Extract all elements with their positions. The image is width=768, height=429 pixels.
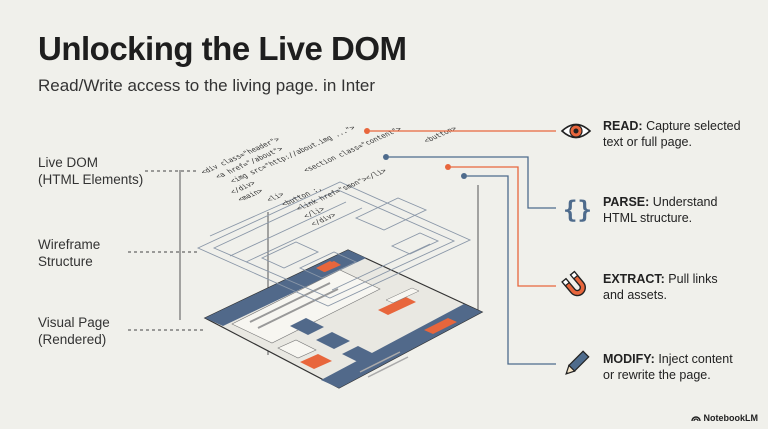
connector-dot-read <box>364 128 370 134</box>
connector-dot-parse <box>383 154 389 160</box>
connectors <box>364 128 556 365</box>
brand-badge: NotebookLM <box>690 413 759 423</box>
curly-braces-icon: {} <box>563 196 590 224</box>
page-title: Unlocking the Live DOM <box>38 30 407 67</box>
label-wireframe-line1: Wireframe <box>38 237 101 252</box>
feature-read-desc1: Capture selected <box>646 119 741 133</box>
feature-extract: EXTRACT: Pull links and assets. <box>603 271 763 303</box>
code-line: <button> <box>422 124 460 145</box>
label-live-dom-line1: Live DOM <box>38 155 99 170</box>
feature-parse: PARSE: Understand HTML structure. <box>603 194 763 226</box>
label-live-dom: Live DOM (HTML Elements) <box>38 154 143 188</box>
feature-read-desc2: text or full page. <box>603 135 692 149</box>
pencil-icon <box>565 350 590 375</box>
feature-modify-desc1: Inject content <box>658 352 733 366</box>
feature-modify-name: MODIFY: <box>603 352 655 366</box>
feature-parse-name: PARSE: <box>603 195 650 209</box>
visual-page-layer <box>203 249 484 389</box>
connector-modify <box>467 175 556 365</box>
feature-parse-desc1: Understand <box>652 195 718 209</box>
feature-extract-desc2: and assets. <box>603 288 667 302</box>
feature-parse-desc2: HTML structure. <box>603 211 693 225</box>
page-subtitle: Read/Write access to the living page. in… <box>38 76 376 95</box>
svg-text:{}: {} <box>563 196 590 224</box>
feature-modify-desc2: or rewrite the page. <box>603 368 711 382</box>
feature-modify: MODIFY: Inject content or rewrite the pa… <box>603 351 763 383</box>
wireframe-layer <box>196 181 472 307</box>
label-wireframe-line2: Structure <box>38 254 93 269</box>
connector-dot-extract <box>445 164 451 170</box>
label-live-dom-line2: (HTML Elements) <box>38 172 144 187</box>
label-visual-page: Visual Page (Rendered) <box>38 314 110 348</box>
label-visual-page-line2: (Rendered) <box>38 332 107 347</box>
live-dom-code-layer: <div class="header"> <a href="/about"> <… <box>198 123 460 228</box>
eye-icon <box>560 123 592 139</box>
connector-dot-modify <box>461 173 467 179</box>
feature-extract-name: EXTRACT: <box>603 272 665 286</box>
feature-extract-desc1: Pull links <box>668 272 718 286</box>
notebooklm-logo-icon <box>690 416 701 422</box>
connector-extract <box>451 166 556 287</box>
brand-name: NotebookLM <box>703 413 759 423</box>
label-wireframe: Wireframe Structure <box>38 236 100 270</box>
connector-parse <box>389 156 556 209</box>
feature-read-name: READ: <box>603 119 643 133</box>
label-visual-page-line1: Visual Page <box>38 315 110 330</box>
magnet-icon <box>561 270 586 297</box>
feature-read: READ: Capture selected text or full page… <box>603 118 763 150</box>
